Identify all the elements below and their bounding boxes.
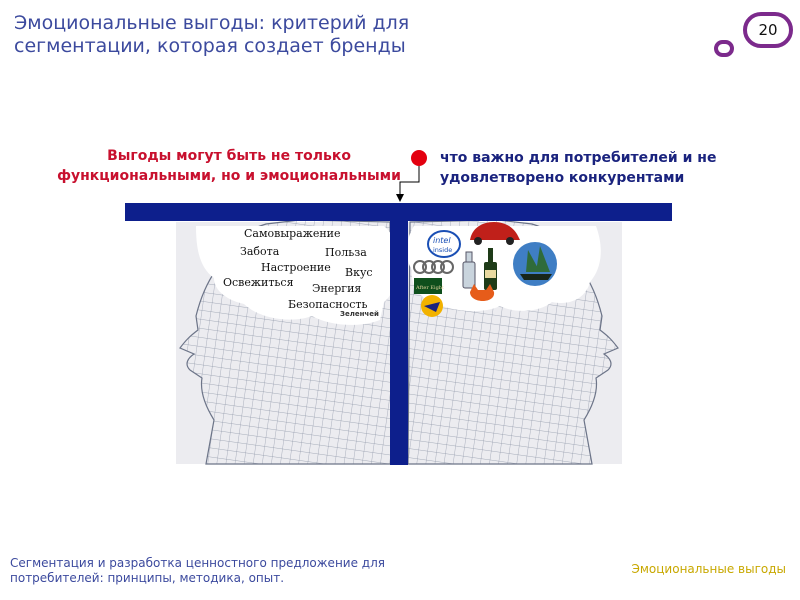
slide-badge-dot <box>714 40 734 57</box>
sailing-ship-icon <box>513 242 557 286</box>
benefit-self-expression: Самовыражение <box>244 227 341 240</box>
footer-course-title: Сегментация и разработка ценностного пре… <box>10 556 385 585</box>
after-eight-logo: After Eight <box>414 278 444 294</box>
left-thought-bubble <box>196 226 395 325</box>
svg-text:inside: inside <box>433 246 452 254</box>
benefit-energy: Энергия <box>312 282 362 295</box>
cat-icon <box>470 284 495 301</box>
footer-section-name: Эмоциональные выгоды <box>631 562 786 576</box>
connector-line <box>399 166 420 196</box>
benefit-safety: Безопасность <box>288 298 368 311</box>
slide-number-badge: 20 <box>743 12 793 48</box>
benefit-taste: Вкус <box>345 266 373 279</box>
benefit-mood: Настроение <box>261 261 331 274</box>
car-icon <box>470 222 520 245</box>
callout-emotional-benefits: Выгоды могут быть не только функциональн… <box>57 148 401 184</box>
intel-logo: intel inside <box>427 230 461 258</box>
red-marker-dot <box>411 150 427 166</box>
benefit-use: Польза <box>325 246 367 259</box>
slide-title: Эмоциональные выгоды: критерий для сегме… <box>14 12 410 57</box>
benefit-care: Забота <box>240 245 280 258</box>
callout-unmet-needs: что важно для потребителей и не удовлетв… <box>440 150 717 186</box>
audi-logo <box>413 260 454 274</box>
benefit-refresh: Освежиться <box>223 276 294 289</box>
connector-arrowhead <box>396 194 404 202</box>
svg-text:After Eight: After Eight <box>415 285 444 291</box>
lufthansa-logo <box>421 295 443 317</box>
vertical-bar <box>390 203 408 465</box>
vodka-bottle-icon <box>462 251 476 289</box>
dark-bottle-icon <box>484 248 497 290</box>
green-brand-text: Зеленчей <box>340 310 379 318</box>
svg-text:intel: intel <box>433 236 451 245</box>
